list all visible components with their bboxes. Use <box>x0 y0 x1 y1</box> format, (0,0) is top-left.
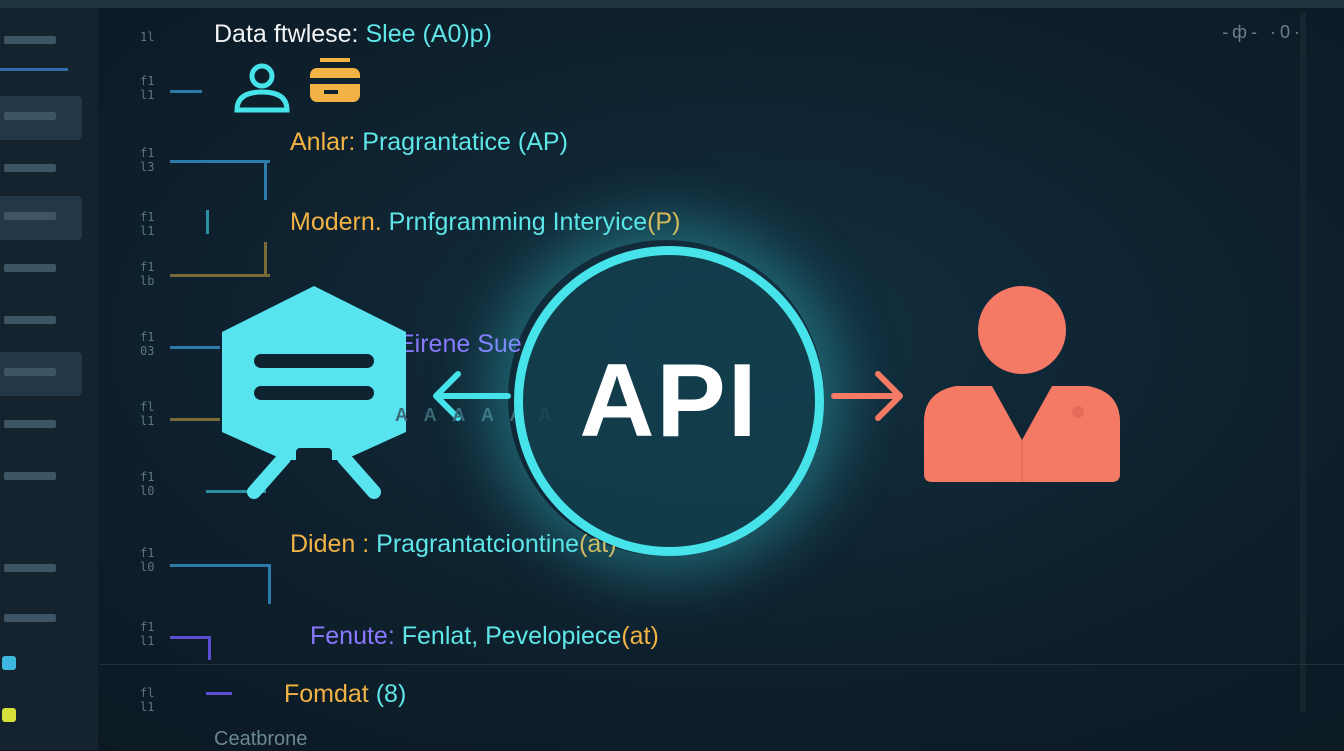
line-number: f1 lb <box>140 260 155 288</box>
line-number: fl l1 <box>140 400 155 428</box>
code-line: Fenute: Fenlat, Pevelopiece(at) <box>310 622 659 651</box>
line-label: Fomdat <box>284 680 369 708</box>
line-number: f1 l1 <box>140 74 155 102</box>
sidebar-item[interactable] <box>0 248 82 292</box>
line-number: f1 l0 <box>140 470 155 498</box>
tree-connector <box>268 564 271 604</box>
tree-connector <box>170 636 210 639</box>
footer-label: Ceatbrone <box>214 728 308 750</box>
sidebar-item-label <box>4 316 56 324</box>
line-tail: (at) <box>621 622 659 650</box>
code-line: Diden : Pragrantatciontine(at) <box>290 530 617 559</box>
window-controls[interactable]: -ф- ·0· <box>1222 22 1304 42</box>
sidebar-item-label <box>4 112 56 120</box>
api-label: API <box>579 343 759 459</box>
sidebar-item[interactable] <box>0 548 82 592</box>
server-icon <box>222 286 406 499</box>
sidebar-item[interactable] <box>0 456 82 500</box>
line-number: f1 l1 <box>140 210 155 238</box>
status-dot <box>2 708 16 722</box>
sidebar-item[interactable] <box>0 598 82 642</box>
connection-dashes: A A A A A A <box>395 405 558 425</box>
line-label: Diden : <box>290 530 370 558</box>
header-title: Data ftwlese: Slee (A0)p) <box>214 20 492 49</box>
line-number: f1 03 <box>140 330 155 358</box>
tree-connector <box>264 160 267 200</box>
sidebar-item[interactable] <box>0 148 82 192</box>
line-value: Prnfgramming Interyice <box>388 208 648 236</box>
line-value: Eirene Sue <box>398 330 522 358</box>
line-value: Fenlat, Pevelopiece <box>401 622 622 650</box>
code-line: Eirene Sue <box>398 330 522 359</box>
tree-connector <box>170 418 220 421</box>
line-value: Pragrantatciontine <box>376 530 580 558</box>
line-value: (8) <box>375 680 407 708</box>
scroll-track[interactable] <box>1300 12 1306 712</box>
tree-connector <box>206 490 266 493</box>
tree-connector <box>264 242 267 276</box>
line-number: f1 l1 <box>140 620 155 648</box>
tree-connector <box>170 346 220 349</box>
sidebar-item-label <box>4 472 56 480</box>
header-title-suffix: Slee (A0)p) <box>365 20 492 48</box>
sidebar-item-label <box>4 614 56 622</box>
sidebar-item-label <box>4 164 56 172</box>
line-label: Anlar: <box>290 128 356 156</box>
sidebar-item[interactable] <box>0 20 82 64</box>
sidebar-item[interactable] <box>0 404 82 448</box>
line-number: f1 l3 <box>140 146 155 174</box>
arrow-right-icon <box>831 371 903 421</box>
tree-connector <box>206 692 232 695</box>
line-number: 1l <box>140 30 155 44</box>
person-icon <box>924 286 1120 482</box>
line-number: f1 l0 <box>140 546 155 574</box>
sidebar-item[interactable] <box>0 352 82 396</box>
top-bar <box>0 0 1344 8</box>
sidebar-item-label <box>4 564 56 572</box>
sidebar-active-indicator <box>0 68 68 71</box>
code-line: Fomdat (8) <box>284 680 406 709</box>
tree-connector <box>170 160 270 163</box>
tree-connector <box>206 210 209 234</box>
tree-connector <box>208 636 211 660</box>
code-line: Modern. Prnfgramming Interyice(P) <box>290 208 680 237</box>
header-title-prefix: Data ftwlese: <box>214 20 359 48</box>
sidebar-item-label <box>4 368 56 376</box>
tree-connector <box>170 274 270 277</box>
credit-card-icon <box>310 58 360 102</box>
status-dot <box>2 656 16 670</box>
tree-connector <box>170 564 270 567</box>
api-badge[interactable] <box>514 246 824 556</box>
line-tail: (P) <box>647 208 681 236</box>
user-icon <box>234 63 290 113</box>
divider <box>100 664 1344 665</box>
sidebar-item-label <box>4 420 56 428</box>
code-line: Anlar: Pragrantatice (AP) <box>290 128 568 157</box>
sidebar-item[interactable] <box>0 196 82 240</box>
sidebar-item-label <box>4 212 56 220</box>
line-label: Modern. <box>290 208 382 236</box>
line-label: Fenute: <box>310 622 395 650</box>
sidebar-item-label <box>4 264 56 272</box>
sidebar-item[interactable] <box>0 300 82 344</box>
line-value: Pragrantatice (AP) <box>362 128 568 156</box>
sidebar-item[interactable] <box>0 96 82 140</box>
sidebar <box>0 8 98 750</box>
arrow-left-icon <box>433 371 511 421</box>
line-number: fl l1 <box>140 686 155 714</box>
sidebar-item-label <box>4 36 56 44</box>
tree-connector <box>170 90 202 93</box>
